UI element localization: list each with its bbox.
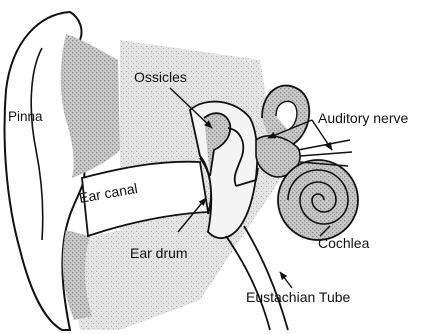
label-ear-drum: Ear drum <box>130 245 188 261</box>
label-eustachian-tube: Eustachian Tube <box>246 289 351 305</box>
label-auditory-nerve: Auditory nerve <box>318 110 408 126</box>
inner-ear <box>256 86 358 240</box>
label-cochlea: Cochlea <box>318 235 370 251</box>
label-ossicles: Ossicles <box>134 69 187 85</box>
cochlea-spiral <box>278 160 358 240</box>
pointer-eustachian-tube <box>280 272 292 288</box>
label-pinna: Pinna <box>8 109 43 124</box>
